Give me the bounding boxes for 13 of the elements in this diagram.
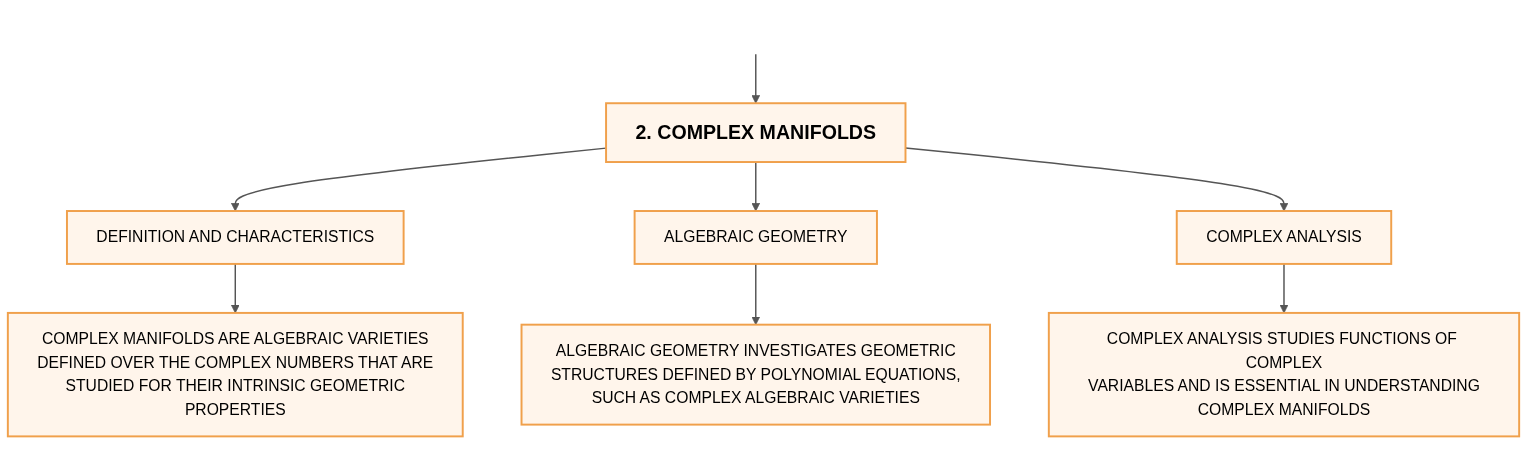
node-box: ALGEBRAIC GEOMETRY (633, 209, 878, 265)
node-box: COMPLEX MANIFOLDS ARE ALGEBRAIC VARIETIES DEFINED OVER THE COMPLEX NUMBERS THAT ARE STUDIED FOR THEIR INTRINSIC GEOMETRIC PROPERTIES (6, 311, 464, 438)
node-box: ALGEBRAIC GEOMETRY INVESTIGATES GEOMETRIC STRUCTURES DEFINED BY POLYNOMIAL EQUATIONS, SUCH AS COMPLEX ALGEBRAIC VARIETIES (520, 323, 991, 426)
arrow (231, 263, 240, 314)
arrow (231, 147, 607, 212)
node-box: DEFINITION AND CHARACTERISTICS (65, 209, 405, 265)
arrow (751, 53, 761, 104)
arrow (751, 263, 761, 325)
node-box: 2. COMPLEX MANIFOLDS (605, 102, 907, 163)
arrow (751, 161, 761, 212)
arrow (1279, 263, 1289, 314)
node-box: COMPLEX ANALYSIS STUDIES FUNCTIONS OF COMPLEX VARIABLES AND IS ESSENTIAL IN UNDERSTANDING COMPLEX MANIFOLDS (1047, 311, 1521, 438)
node-box: COMPLEX ANALYSIS (1175, 209, 1393, 265)
